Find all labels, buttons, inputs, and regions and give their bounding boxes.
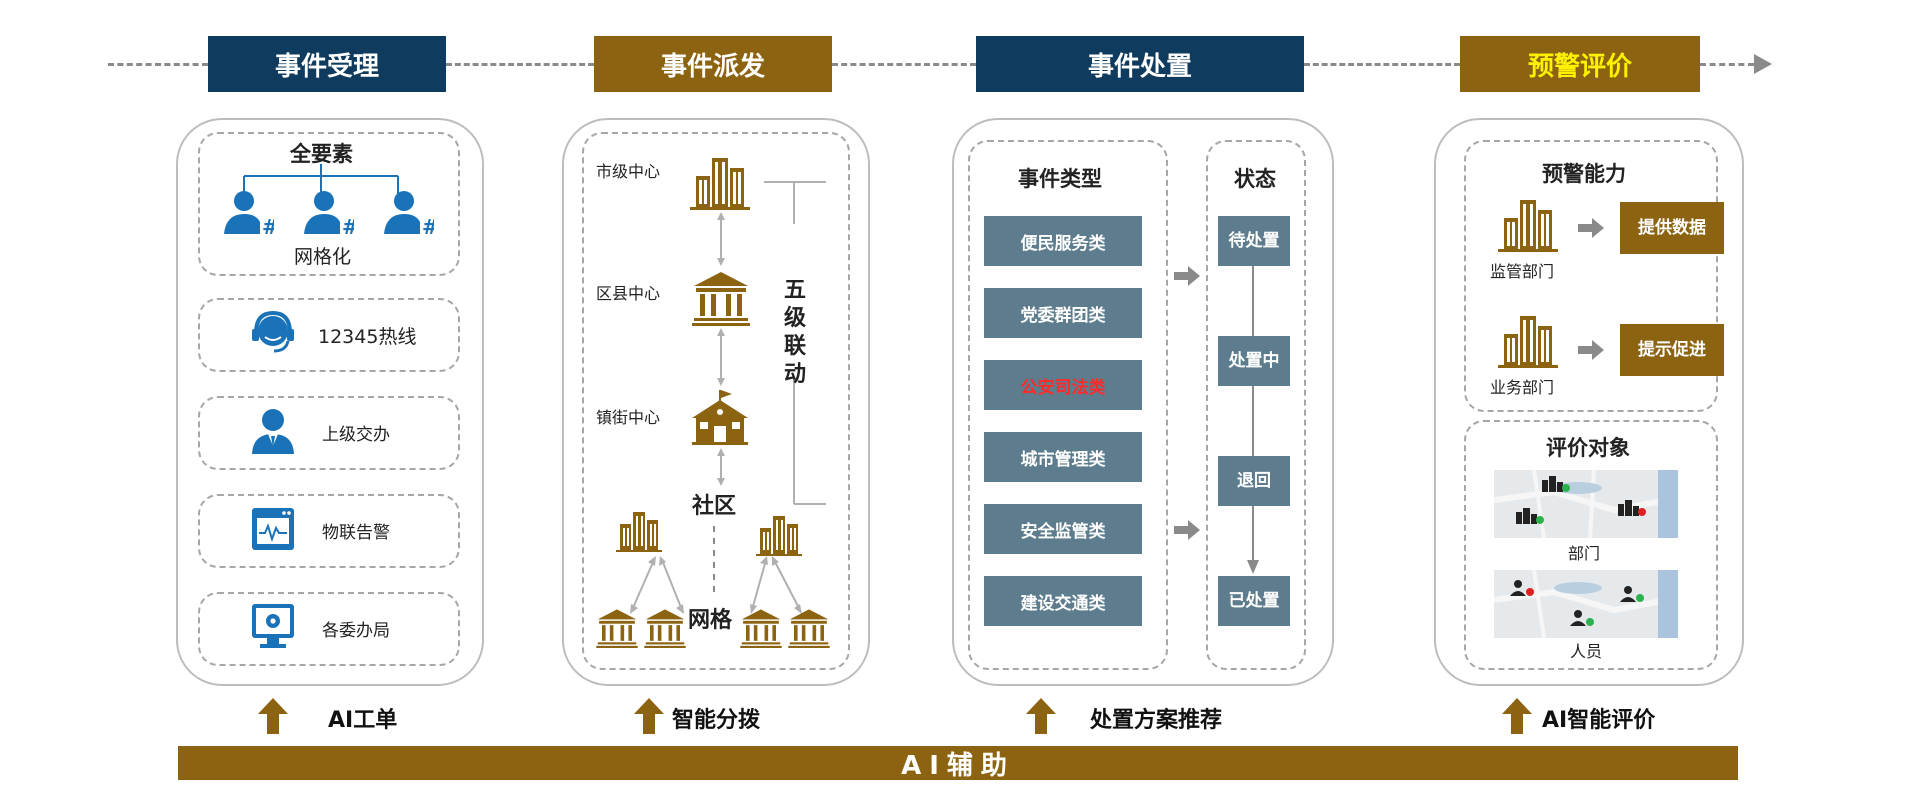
stage-header-dispatch: 事件派发	[594, 36, 832, 92]
channel-bureaus-label: 各委办局	[322, 621, 390, 641]
status-done: 已处置	[1218, 576, 1290, 626]
provide-data-box: 提供数据	[1620, 202, 1724, 254]
grid-person-icon: #	[304, 191, 354, 236]
channel-hotline-label: 12345热线	[318, 326, 417, 348]
eval-title: 评价对象	[1546, 436, 1630, 460]
department-map	[1494, 470, 1678, 538]
ai-eval-label: AI智能评价	[1542, 708, 1656, 733]
type-construction-traffic: 建设交通类	[984, 576, 1142, 626]
type-public-security: 公安司法类	[984, 360, 1142, 410]
channel-box-superior	[198, 396, 460, 470]
headset-icon	[252, 310, 294, 353]
arrow-right-icon	[1578, 218, 1604, 238]
community-building-icon	[756, 516, 802, 556]
status-returned: 退回	[1218, 456, 1290, 506]
flow-line-2	[446, 63, 594, 66]
prompt-box: 提示促进	[1620, 324, 1724, 376]
object-dept-label: 部门	[1568, 544, 1601, 563]
status-processing: 处置中	[1218, 336, 1290, 386]
up-arrow-icon	[1026, 698, 1056, 734]
stage-header-handling: 事件处置	[976, 36, 1304, 92]
district-hall-icon	[692, 272, 750, 326]
stage-header-intake: 事件受理	[208, 36, 446, 92]
dispatch-connectors	[630, 181, 826, 614]
intake-grid-label: 网格化	[294, 246, 352, 268]
grid-hall-icon	[596, 609, 638, 648]
flow-line-4	[1304, 63, 1460, 66]
personnel-map	[1494, 570, 1678, 638]
channel-box-iot	[198, 494, 460, 568]
up-arrow-icon	[1502, 698, 1532, 734]
business-label: 业务部门	[1490, 378, 1555, 397]
ai-assist-bar: AI辅助	[178, 746, 1738, 781]
level-town-label: 镇街中心	[596, 408, 661, 427]
svg-text:#: #	[262, 215, 274, 236]
ability-title: 预警能力	[1542, 162, 1626, 186]
regulator-building-icon	[1498, 200, 1558, 252]
intake-all-elements-label: 全要素	[290, 142, 353, 166]
stage-header-warning: 预警评价	[1460, 36, 1700, 92]
svg-text:#: #	[342, 215, 354, 236]
community-label: 社区	[692, 494, 737, 519]
status-flow-line	[1247, 266, 1259, 574]
grid-hall-icon	[644, 609, 686, 648]
monitor-alarm-icon	[252, 508, 294, 550]
channel-iot-label: 物联告警	[322, 523, 390, 543]
business-building-icon	[1498, 316, 1558, 368]
linkage-char: 级	[784, 306, 807, 331]
type-city-management: 城市管理类	[984, 432, 1142, 482]
ai-plan-label: 处置方案推荐	[1090, 708, 1223, 733]
arrow-right-icon	[1174, 520, 1200, 540]
level-city-label: 市级中心	[596, 162, 661, 181]
flow-line-3	[832, 63, 976, 66]
grid-person-icon: #	[224, 191, 274, 236]
grid-hall-icon	[788, 609, 830, 648]
object-person-label: 人员	[1570, 642, 1603, 661]
city-building-icon	[690, 158, 750, 210]
officer-icon	[252, 409, 294, 454]
level-district-label: 区县中心	[596, 284, 661, 303]
type-party-groups: 党委群团类	[984, 288, 1142, 338]
flow-line-5	[1700, 63, 1754, 66]
dispatch-inner-box	[582, 132, 850, 670]
linkage-char: 动	[784, 362, 807, 387]
ai-ticket-label: AI工单	[328, 708, 398, 733]
svg-text:#: #	[422, 215, 434, 236]
linkage-char: 联	[784, 334, 807, 359]
type-convenience: 便民服务类	[984, 216, 1142, 266]
channel-box-bureaus	[198, 592, 460, 666]
grid-person-icon: #	[384, 191, 434, 236]
status-title: 状态	[1234, 167, 1276, 191]
grid-unit-label: 网格	[688, 608, 733, 633]
up-arrow-icon	[634, 698, 664, 734]
types-title: 事件类型	[1018, 167, 1102, 191]
flow-arrow-icon	[1754, 54, 1772, 74]
channel-box-hotline	[198, 298, 460, 372]
ai-dispatch-label: 智能分拨	[672, 708, 761, 733]
status-pending: 待处置	[1218, 216, 1290, 266]
arrow-right-icon	[1174, 266, 1200, 286]
linkage-char: 五	[784, 278, 807, 303]
type-safety-supervision: 安全监管类	[984, 504, 1142, 554]
channel-superior-label: 上级交办	[322, 425, 390, 445]
flow-line-1	[108, 63, 208, 66]
town-school-icon	[692, 390, 748, 445]
up-arrow-icon	[258, 698, 288, 734]
community-building-icon	[616, 512, 662, 552]
arrow-right-icon	[1578, 340, 1604, 360]
settings-screen-icon	[252, 604, 294, 648]
grid-hall-icon	[740, 609, 782, 648]
regulator-label: 监管部门	[1490, 262, 1555, 281]
